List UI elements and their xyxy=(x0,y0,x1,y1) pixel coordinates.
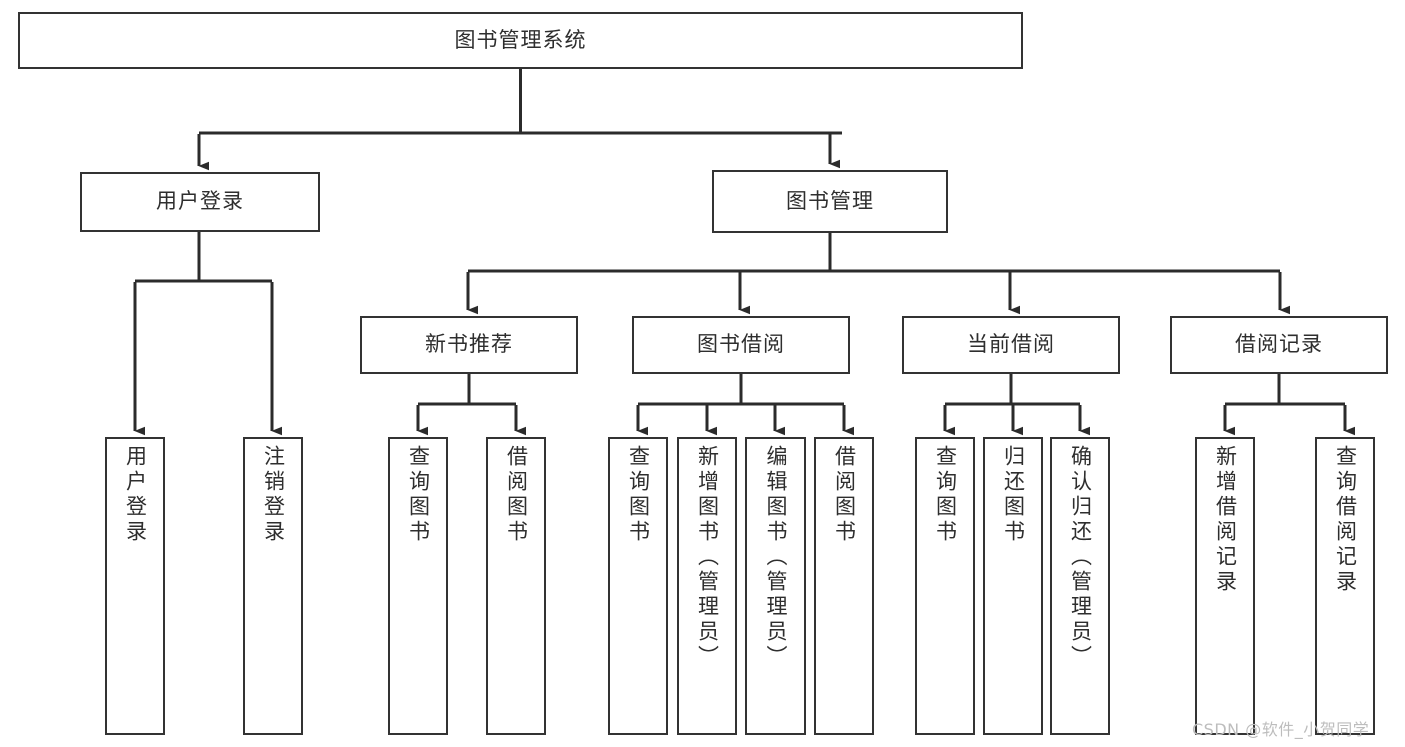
leaf-query-record[interactable]: 查询借阅记录 xyxy=(1315,437,1375,735)
node-new-book-recommend[interactable]: 新书推荐 xyxy=(360,316,578,374)
node-new-book-recommend-label: 新书推荐 xyxy=(425,332,513,357)
node-user-login[interactable]: 用户登录 xyxy=(80,172,320,232)
node-current-borrow[interactable]: 当前借阅 xyxy=(902,316,1120,374)
leaf-borrow-book-rec-label: 借阅图书 xyxy=(504,445,529,545)
node-borrow-record[interactable]: 借阅记录 xyxy=(1170,316,1388,374)
leaf-query-book-current-label: 查询图书 xyxy=(933,445,958,545)
node-book-borrow-label: 图书借阅 xyxy=(697,332,785,357)
leaf-add-book-label: 新增图书（管理员） xyxy=(695,445,720,670)
leaf-edit-book-label: 编辑图书（管理员） xyxy=(764,445,788,670)
leaf-confirm-return[interactable]: 确认归还（管理员） xyxy=(1050,437,1110,735)
leaf-query-book-rec-label: 查询图书 xyxy=(406,445,431,545)
leaf-add-record-label: 新增借阅记录 xyxy=(1213,445,1238,595)
leaf-query-book-current[interactable]: 查询图书 xyxy=(915,437,975,735)
leaf-user-logout-label: 注销登录 xyxy=(261,445,286,545)
node-root-label: 图书管理系统 xyxy=(454,27,587,52)
node-current-borrow-label: 当前借阅 xyxy=(967,332,1055,357)
node-root[interactable]: 图书管理系统 xyxy=(18,12,1023,69)
leaf-query-book-borrow-label: 查询图书 xyxy=(626,445,651,545)
leaf-user-login-label: 用户登录 xyxy=(123,445,148,545)
leaf-user-login[interactable]: 用户登录 xyxy=(105,437,165,735)
leaf-add-book[interactable]: 新增图书（管理员） xyxy=(677,437,737,735)
leaf-add-record[interactable]: 新增借阅记录 xyxy=(1195,437,1255,735)
leaf-query-book-rec[interactable]: 查询图书 xyxy=(388,437,448,735)
leaf-return-book[interactable]: 归还图书 xyxy=(983,437,1043,735)
leaf-confirm-return-label: 确认归还（管理员） xyxy=(1068,445,1093,670)
leaf-borrow-book-rec[interactable]: 借阅图书 xyxy=(486,437,546,735)
leaf-user-logout[interactable]: 注销登录 xyxy=(243,437,303,735)
leaf-borrow-book-label: 借阅图书 xyxy=(832,445,857,545)
csdn-watermark: CSDN @软件_小贺同学 xyxy=(1192,720,1370,739)
node-book-management-label: 图书管理 xyxy=(786,188,874,213)
node-borrow-record-label: 借阅记录 xyxy=(1235,332,1323,357)
leaf-return-book-label: 归还图书 xyxy=(1001,445,1026,545)
leaf-query-record-label: 查询借阅记录 xyxy=(1333,445,1358,595)
node-book-borrow[interactable]: 图书借阅 xyxy=(632,316,850,374)
leaf-borrow-book[interactable]: 借阅图书 xyxy=(814,437,874,735)
node-book-management[interactable]: 图书管理 xyxy=(712,170,948,233)
leaf-query-book-borrow[interactable]: 查询图书 xyxy=(608,437,668,735)
leaf-edit-book[interactable]: 编辑图书（管理员） xyxy=(745,437,806,735)
node-user-login-label: 用户登录 xyxy=(156,189,244,214)
